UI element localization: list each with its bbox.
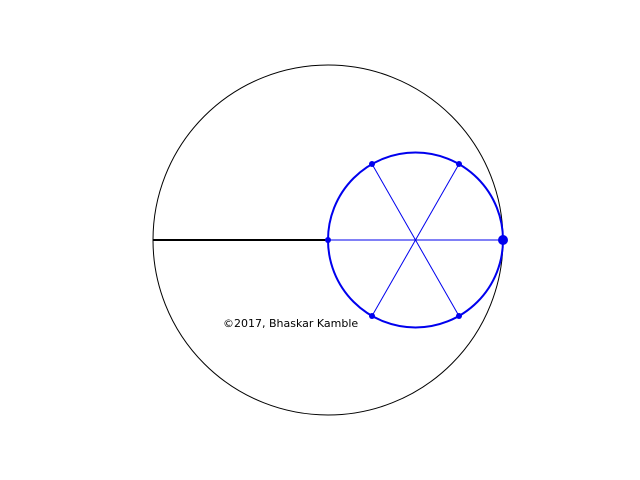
credit-text: ©2017, Bhaskar Kamble bbox=[223, 317, 358, 330]
inner-diameter-diagonal-2 bbox=[371, 163, 460, 317]
inner-point-lower-left bbox=[369, 313, 375, 319]
inner-point-upper-left bbox=[369, 161, 375, 167]
inner-point-lower-right bbox=[456, 313, 462, 319]
inner-point-left bbox=[325, 237, 331, 243]
contact-point bbox=[498, 235, 508, 245]
inner-point-upper-right bbox=[456, 161, 462, 167]
